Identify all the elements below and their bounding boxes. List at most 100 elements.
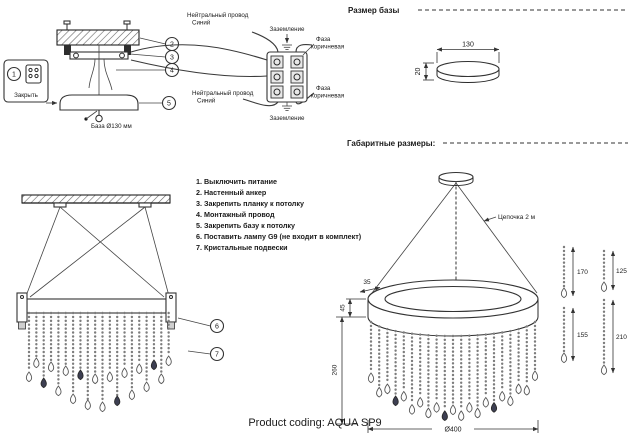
svg-text:7: 7 <box>215 352 219 359</box>
svg-text:5: 5 <box>167 101 171 108</box>
svg-text:1: 1 <box>12 72 16 79</box>
screw-icon <box>73 52 79 59</box>
bead-strand <box>128 311 136 401</box>
bead-strand <box>77 311 84 381</box>
crystal-drop <box>490 402 498 413</box>
bead-strand <box>55 311 62 397</box>
bolt-left <box>63 20 71 25</box>
bead-strand <box>515 327 522 395</box>
wiring-diagram: Нейтральный провод Синий Заземление Фаза… <box>130 12 344 122</box>
bead-strand <box>143 311 150 393</box>
svg-text:260: 260 <box>332 364 339 375</box>
crystal-drop <box>158 373 165 385</box>
crystal-drop <box>515 383 522 395</box>
bead-strand <box>449 334 457 416</box>
bead-strand <box>441 334 448 422</box>
label-phase-top: Фаза <box>316 36 331 43</box>
bead-strand <box>114 311 121 407</box>
crystal-drop <box>114 395 121 407</box>
bead-strand <box>150 311 158 371</box>
switch-icon <box>25 64 42 84</box>
label-phase-top-2: коричневая <box>311 44 344 51</box>
base-disc <box>436 60 500 78</box>
power-off-inset: 1 Закрыть <box>3 59 49 103</box>
crystal-drop <box>392 395 399 407</box>
crystal-drop <box>400 390 407 402</box>
crystal-drop <box>33 357 40 369</box>
chain-label: Цепочка 2 м <box>498 214 536 221</box>
crystal-drop <box>367 372 375 384</box>
crystal-drop <box>433 402 440 413</box>
bead-strand <box>384 327 391 395</box>
crystal-drop <box>482 397 489 408</box>
crystal-drop <box>417 397 424 408</box>
label-neutral-bottom-2: Синий <box>197 98 216 105</box>
bead-strand <box>121 311 128 379</box>
bead-strand <box>62 311 69 377</box>
bead-strand <box>507 329 514 407</box>
strand-details: 170 125 155 210 <box>560 245 627 376</box>
bead-strand <box>376 325 383 398</box>
left-strands <box>25 311 172 413</box>
crystal-drop <box>165 355 172 367</box>
bolt-right <box>123 20 131 25</box>
detail-2 <box>600 249 608 293</box>
ground-symbol-bottom-icon <box>282 102 292 111</box>
bead-strand <box>560 245 568 299</box>
crystal-drop <box>449 404 457 416</box>
crystal-drop <box>121 367 128 379</box>
screw-icon <box>119 52 125 59</box>
svg-text:45: 45 <box>340 304 347 312</box>
dim-base-width: 130 <box>462 42 474 49</box>
bead-strand <box>47 311 55 373</box>
label-neutral-bottom: Нейтральный провод <box>192 90 254 97</box>
crystal-drop <box>425 407 432 419</box>
bead-strand <box>25 311 33 383</box>
hook-plate-right <box>138 202 152 208</box>
anchor-right <box>124 45 131 55</box>
bead-strand <box>425 333 432 419</box>
right-chandelier: Цепочка 2 м 35 45 260 Ø400 <box>332 171 539 434</box>
bead-strand <box>433 334 440 413</box>
step-4: 4. Монтажный провод <box>196 210 275 219</box>
detail-dim-125: 125 <box>616 268 627 275</box>
callout-1: 1 <box>6 66 22 82</box>
ring-inner <box>384 285 522 313</box>
ground-symbol-top-icon <box>282 34 292 50</box>
crystal-drop <box>600 364 608 376</box>
svg-text:6: 6 <box>215 324 219 331</box>
bead-strand <box>523 325 530 396</box>
svg-text:3: 3 <box>170 55 174 62</box>
detail-dim-170: 170 <box>577 269 588 276</box>
crystal-drop <box>408 404 416 415</box>
dim-ring-height: 45 <box>336 298 366 318</box>
detail-dim-210: 210 <box>616 334 627 341</box>
label-phase-bottom: Фаза <box>316 85 331 92</box>
hook-icon <box>95 114 103 123</box>
dim-diameter: Ø400 <box>367 420 539 434</box>
step-3: 3. Закрепить планку к потолку <box>196 199 304 208</box>
right-strands <box>367 320 539 422</box>
bead-strand <box>106 311 113 383</box>
ring-band <box>26 298 167 314</box>
bead-strand <box>33 311 40 369</box>
svg-text:4: 4 <box>170 68 174 75</box>
close-label: Закрыть <box>14 92 38 99</box>
callout-3: 3 <box>129 49 180 65</box>
steps-list: 1. Выключить питание 2. Настенный анкер … <box>196 177 362 252</box>
crystal-drop <box>55 385 62 397</box>
dim-base-height: 20 <box>415 68 422 76</box>
crystal-drop <box>499 390 506 402</box>
terminals <box>270 55 304 99</box>
overall-size-header: Габаритные размеры: <box>347 139 628 148</box>
label-neutral-top: Нейтральный провод <box>187 12 249 19</box>
bead-strand <box>458 334 465 422</box>
bead-strand <box>392 329 399 407</box>
crystal-drop <box>458 410 465 422</box>
label-ground-bottom: Заземление <box>270 115 305 122</box>
crystal-drop <box>40 377 47 389</box>
crystal-drop <box>384 383 391 395</box>
crystal-drop <box>84 399 91 411</box>
base-size-section: Размер базы 130 20 <box>348 6 628 83</box>
